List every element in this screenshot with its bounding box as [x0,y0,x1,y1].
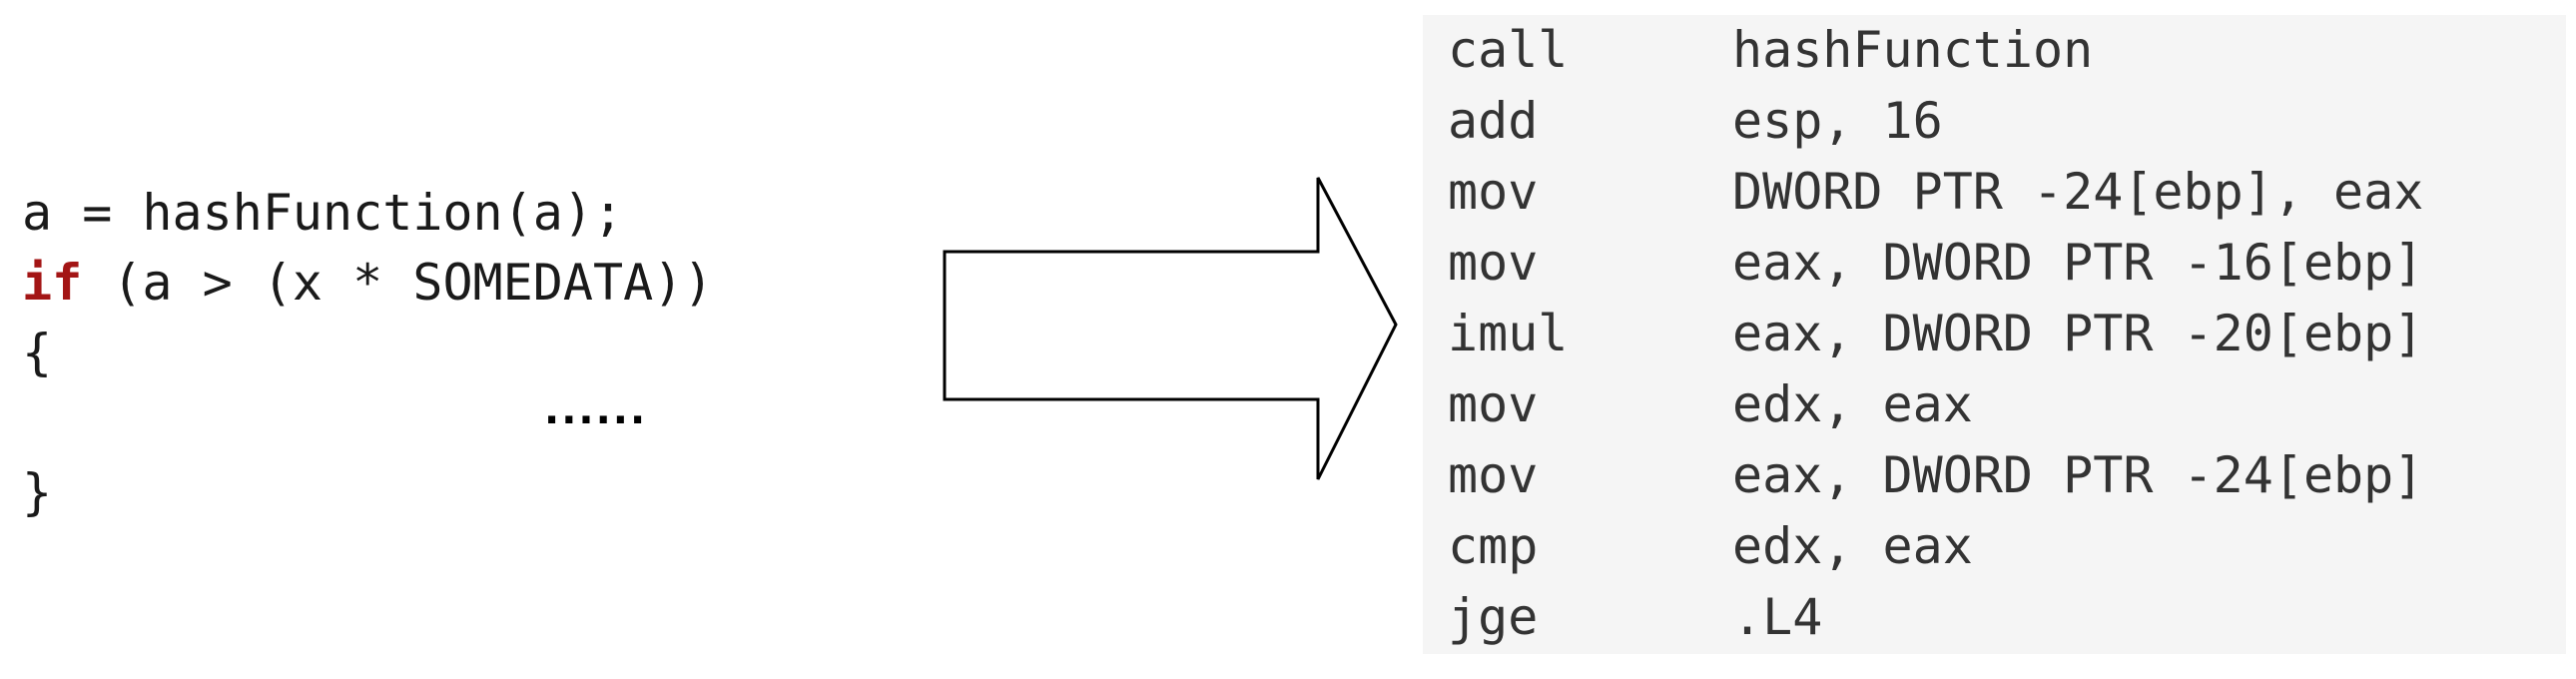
code-ellipsis: ...... [544,387,648,433]
code-text: a = hashFunction(a); [22,184,624,242]
asm-operands: hashFunction [1732,21,2094,79]
arrow-shape [943,177,1398,480]
asm-operands: eax, DWORD PTR -16[ebp] [1732,234,2424,292]
code-line-open-brace: { [22,318,713,387]
asm-opcode: mov [1448,375,1539,433]
asm-opcode: add [1448,92,1539,150]
asm-operands: edx, eax [1732,375,1973,433]
code-line-assignment: a = hashFunction(a); [22,178,713,248]
close-brace: } [22,463,53,521]
if-condition: (a > (x * SOMEDATA)) [82,254,714,312]
asm-opcode: jge [1448,588,1539,646]
asm-operands: eax, DWORD PTR -20[ebp] [1732,305,2424,362]
code-line-close-brace: } [22,457,713,527]
asm-opcode: imul [1448,305,1569,362]
assembly-panel: call hashFunction add esp, 16 mov DWORD PTR -… [1423,15,2566,654]
asm-operands: .L4 [1732,588,1823,646]
asm-opcode: mov [1448,234,1539,292]
asm-opcode: call [1448,21,1569,79]
asm-operands: DWORD PTR -24[ebp], eax [1732,163,2424,221]
asm-operands: edx, eax [1732,517,1973,575]
source-code-block: a = hashFunction(a); if (a > (x * SOMEDA… [22,178,713,527]
asm-opcode: mov [1448,446,1539,504]
asm-opcode: mov [1448,163,1539,221]
asm-operands: esp, 16 [1732,92,1943,150]
asm-operands: eax, DWORD PTR -24[ebp] [1732,446,2424,504]
asm-opcode: cmp [1448,517,1539,575]
code-line-if: if (a > (x * SOMEDATA)) [22,248,713,318]
right-arrow-icon [943,177,1398,480]
if-keyword: if [22,254,83,312]
open-brace: { [22,324,53,381]
